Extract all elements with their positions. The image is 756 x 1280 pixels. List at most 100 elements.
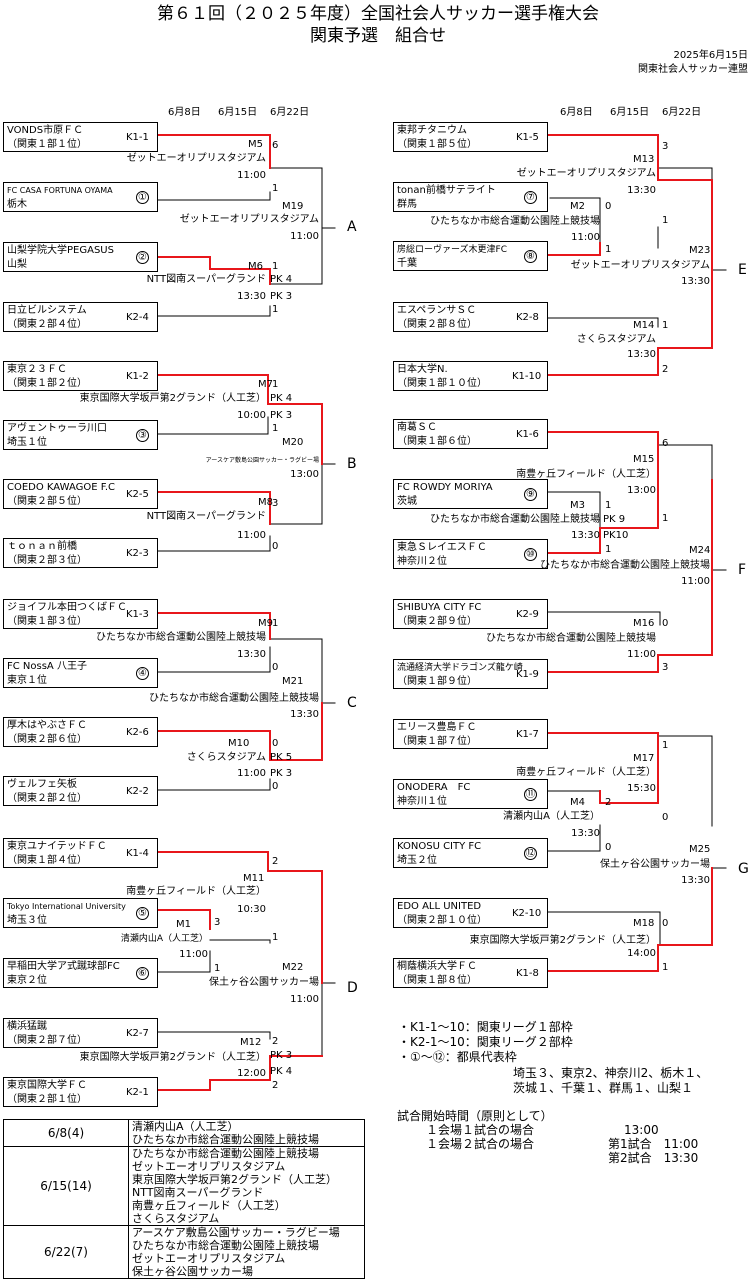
team-name: エリース豊島ＦＣ	[397, 722, 477, 733]
match-time: 11:00	[179, 949, 208, 960]
match-venue: 保土ヶ谷公園サッカー場	[209, 977, 319, 988]
team-name: FC NossA 八王子	[7, 661, 87, 672]
team-qualifier: 茨城	[397, 496, 417, 507]
match-venue: ひたちなか市総合運動公園陸上競技場	[430, 514, 600, 525]
team-name: 南葛ＳＣ	[397, 422, 437, 433]
team-name: 東急ＳレイエスＦＣ	[397, 542, 487, 553]
match-time: 13:30	[237, 649, 266, 660]
team-box: 東京ユナイテッドＦＣ（関東１部４位）K1-4	[3, 838, 158, 868]
team-qualifier: 埼玉１位	[7, 437, 47, 448]
team-name: 早稲田大学ア式蹴球部FC	[7, 961, 120, 972]
team-name: 東邦チタニウム	[397, 125, 467, 136]
legend-line: 茨城１、千葉１、群馬１、山梨１	[513, 1081, 694, 1095]
team-box: エスペランサＳＣ（関東２部８位）K2-8	[393, 302, 548, 332]
match-venue: 東京国際大学坂戸第2グランド（人工芝）	[79, 393, 266, 404]
team-qualifier: 群馬	[397, 199, 417, 210]
date-header-3: 6月22日	[270, 107, 310, 118]
match-label: M24	[689, 545, 711, 556]
team-name: VONDS市原ＦＣ	[7, 125, 84, 136]
team-qualifier: （関東２部１位）	[7, 1094, 87, 1105]
team-code: K2-10	[512, 908, 542, 919]
team-code: K2-4	[126, 312, 149, 323]
match-venue: ゼットエーオリプリスタジアム	[516, 168, 656, 179]
team-code: ③	[136, 429, 149, 442]
venue-name: ゼットエーオリプリスタジアム	[132, 1252, 286, 1265]
match-score: 1	[605, 244, 612, 255]
match-pk: PK 4	[270, 274, 293, 285]
match-label: M22	[282, 962, 304, 973]
team-name: 山梨学院大学PEGASUS	[7, 245, 114, 256]
match-label: M9	[258, 618, 273, 629]
group-label: C	[347, 695, 357, 711]
team-code: K1-8	[516, 968, 539, 979]
team-box: SHIBUYA CITY FC（関東２部９位）K2-9	[393, 599, 548, 629]
match-venue: 南豊ヶ丘フィールド（人工芝）	[516, 767, 656, 778]
team-qualifier: 埼玉３位	[7, 915, 47, 926]
match-score: 0	[605, 201, 612, 212]
date-header-1: 6月8日	[168, 107, 201, 118]
team-code: ⑧	[524, 250, 537, 263]
match-time: 13:30	[627, 185, 656, 196]
match-label: M20	[282, 437, 304, 448]
match-time: 11:00	[571, 232, 600, 243]
match-label: M17	[633, 753, 655, 764]
match-score: 1	[605, 544, 612, 555]
match-label: M21	[282, 676, 304, 687]
match-label: M11	[243, 873, 265, 884]
schedule-date: 6/22(7)	[3, 1225, 129, 1279]
match-score: 2	[272, 856, 279, 867]
team-qualifier: （関東１部１０位）	[397, 378, 487, 389]
venue-name: ひたちなか市総合運動公園陸上競技場	[132, 1133, 319, 1146]
team-name: 東京２３ＦＣ	[7, 364, 67, 375]
group-label: B	[347, 456, 357, 472]
match-time: 10:30	[237, 904, 266, 915]
team-qualifier: （関東２部７位）	[7, 1035, 87, 1046]
group-label: A	[347, 219, 357, 235]
venue-name: ゼットエーオリプリスタジアム	[132, 1160, 286, 1173]
team-code: K2-3	[126, 548, 149, 559]
start-times-value: 13:00	[624, 1123, 659, 1137]
match-score: 0	[272, 738, 279, 749]
match-venue: 東京国際大学坂戸第2グランド（人工芝）	[79, 1052, 266, 1063]
team-name: EDO ALL UNITED	[397, 901, 482, 912]
match-pk: PK 3	[270, 291, 293, 302]
group-label: F	[738, 562, 747, 578]
team-code: K1-10	[512, 371, 542, 382]
team-code: K1-9	[516, 669, 539, 680]
team-box: 南葛ＳＣ（関東１部６位）K1-6	[393, 419, 548, 449]
match-venue: ひたちなか市総合運動公園陸上競技場	[149, 693, 319, 704]
team-code: ⑪	[524, 788, 537, 801]
team-code: ①	[136, 191, 149, 204]
team-code: K2-8	[516, 312, 539, 323]
match-time: 14:00	[627, 948, 656, 959]
team-name: SHIBUYA CITY FC	[397, 602, 482, 613]
match-score: 0	[272, 541, 279, 552]
match-venue: さくらスタジアム	[186, 752, 266, 763]
team-qualifier: 神奈川１位	[397, 796, 447, 807]
start-times-value: 第2試合 13:30	[608, 1151, 699, 1165]
venue-name: 東京国際大学坂戸第2グランド（人工芝）	[132, 1173, 337, 1186]
team-box: 東邦チタニウム（関東１部５位）K1-5	[393, 122, 548, 152]
match-label: M3	[570, 500, 585, 511]
match-time: 10:00	[237, 410, 266, 421]
match-label: M5	[248, 139, 263, 150]
match-time: 13:00	[290, 469, 319, 480]
match-label: M13	[633, 154, 655, 165]
team-name: アヴェントゥーラ川口	[7, 423, 107, 434]
team-qualifier: （関東１部２位）	[7, 378, 87, 389]
team-name: 東京ユナイテッドＦＣ	[7, 841, 107, 852]
team-qualifier: （関東２部６位）	[7, 734, 87, 745]
match-score: 0	[662, 918, 669, 929]
team-code: K1-6	[516, 429, 539, 440]
team-code: ⑫	[524, 847, 537, 860]
venue-name: NTT図南スーパーグランド	[132, 1186, 264, 1199]
team-name: COEDO KAWAGOE F.C	[7, 482, 116, 493]
team-qualifier: 神奈川２位	[397, 556, 447, 567]
team-box: ｔｏｎａｎ前橋（関東２部３位）K2-3	[3, 538, 158, 568]
team-name: 東京国際大学ＦＣ	[7, 1080, 87, 1091]
team-box: 東京国際大学ＦＣ（関東２部１位）K2-1	[3, 1077, 158, 1107]
match-score: 1	[662, 215, 669, 226]
